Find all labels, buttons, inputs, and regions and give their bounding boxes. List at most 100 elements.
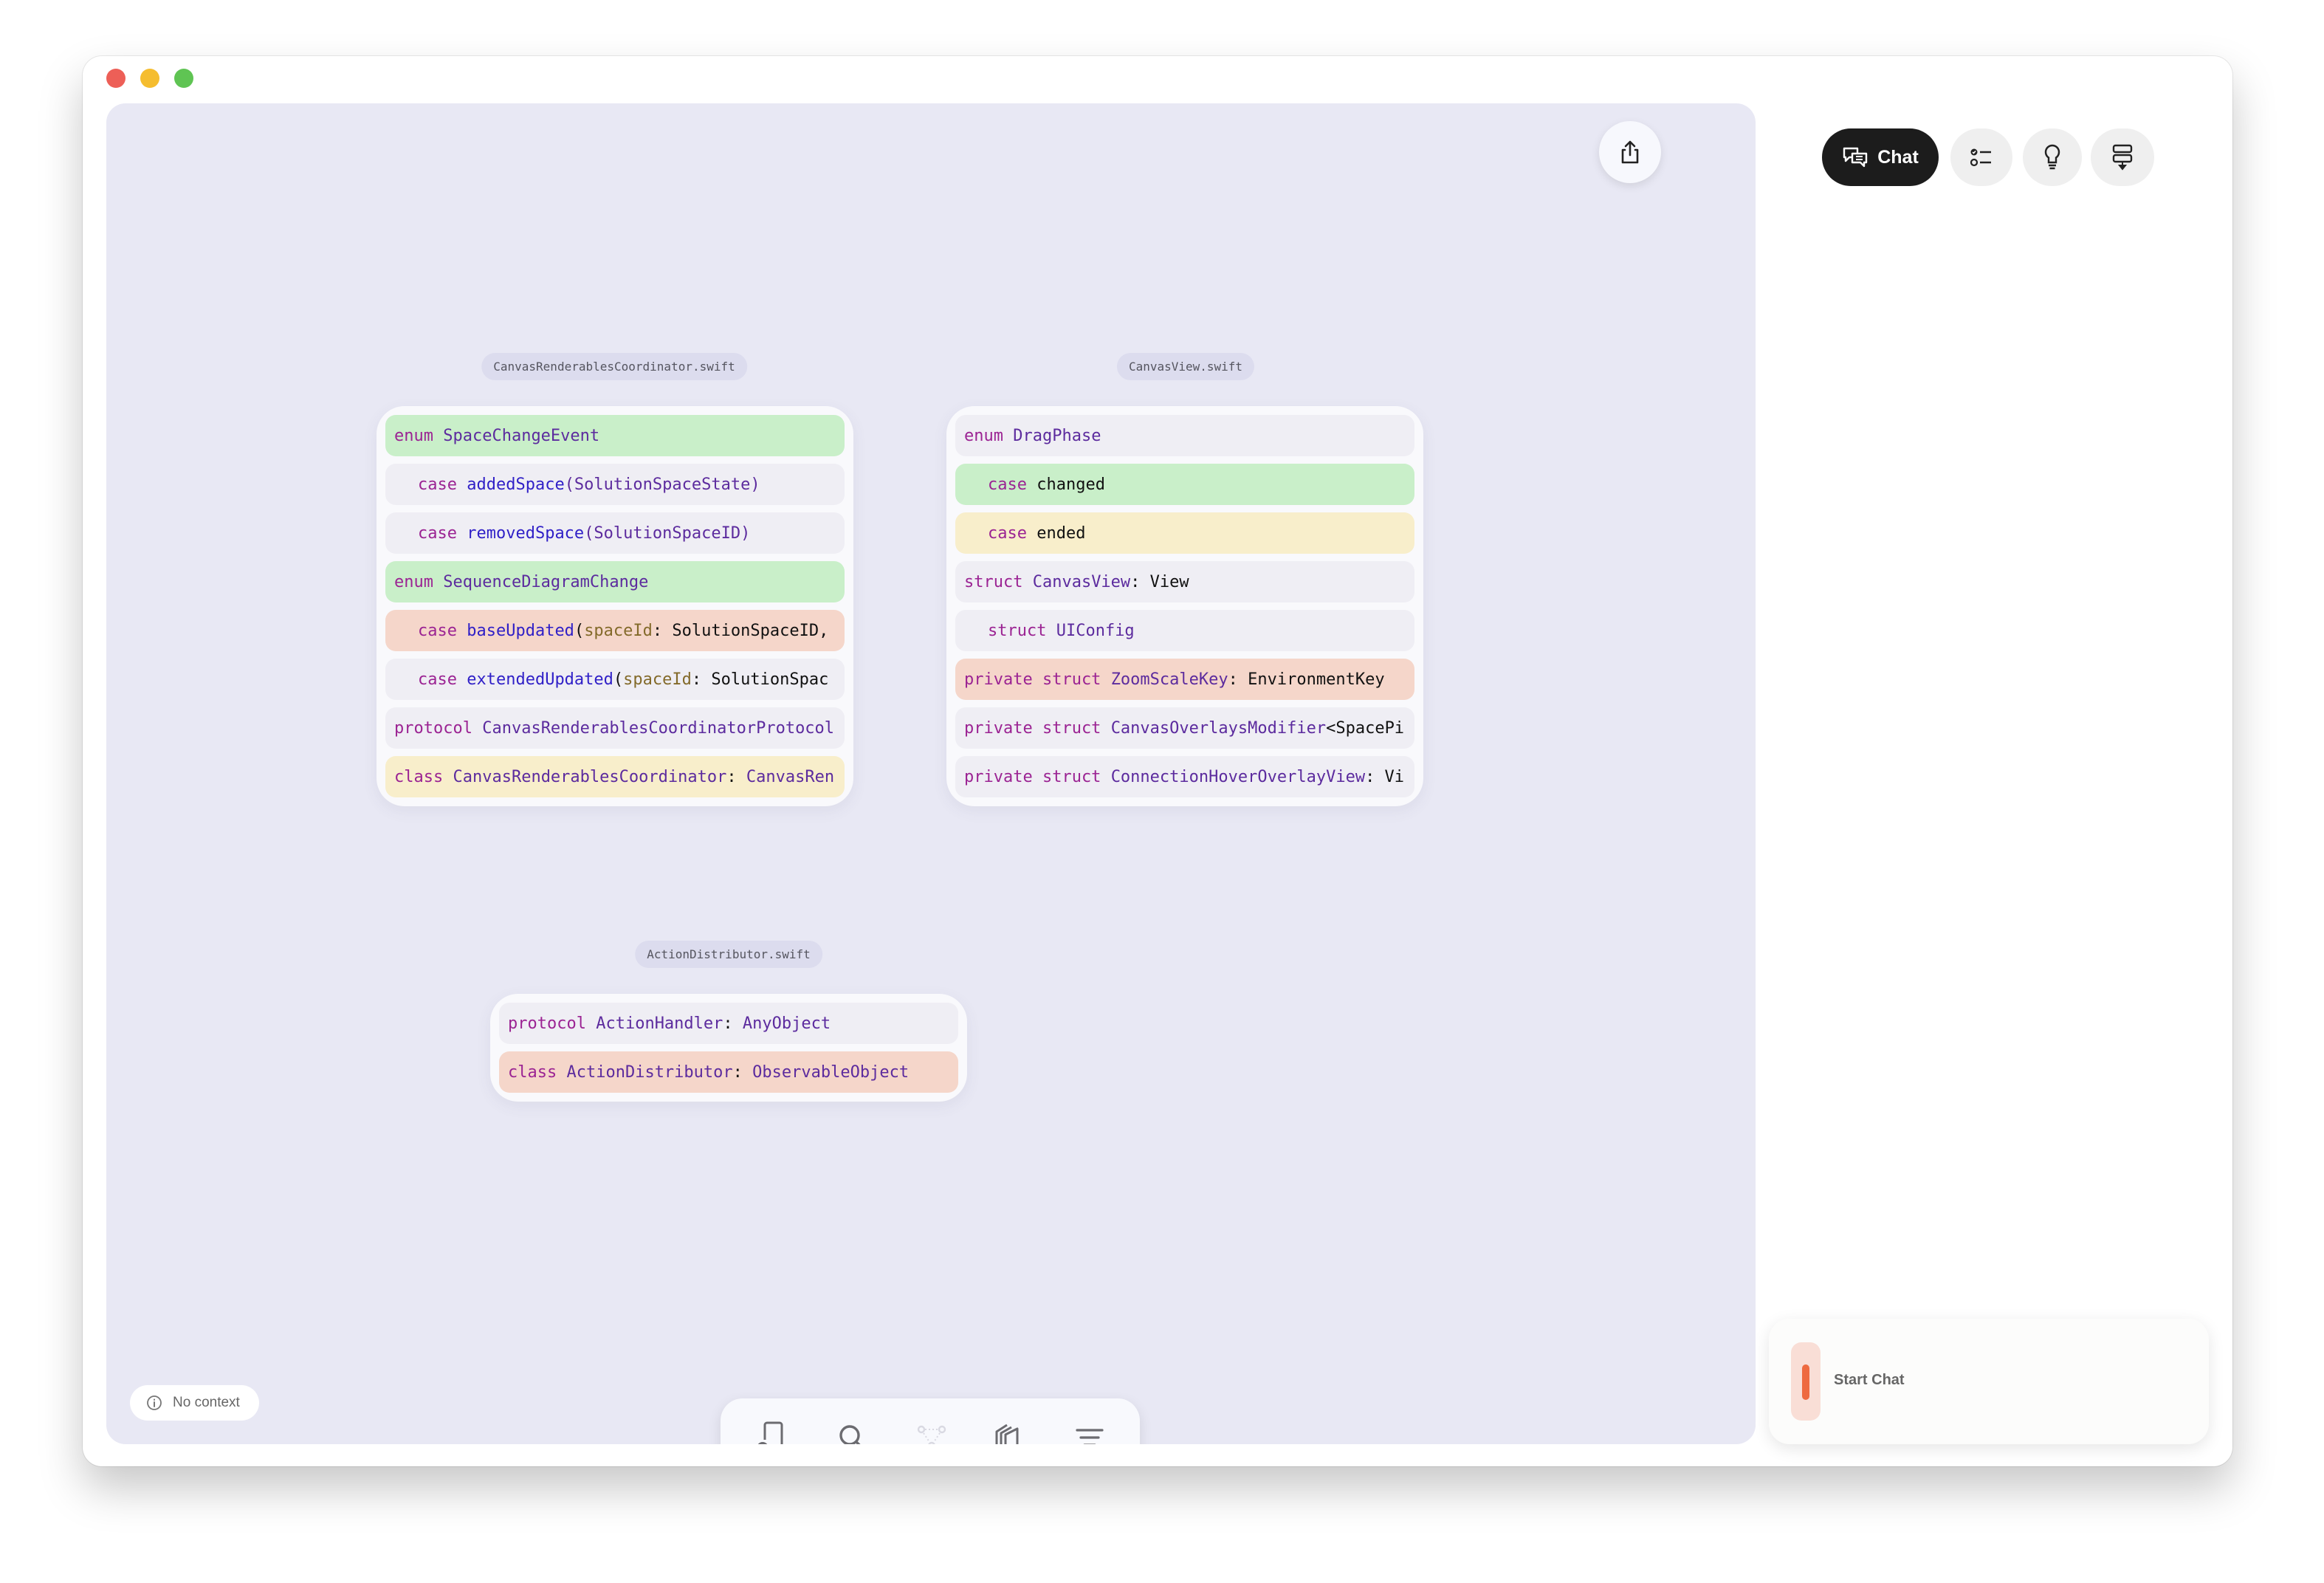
symbol-row[interactable]: case ended — [955, 512, 1414, 554]
start-chat-button[interactable]: Start Chat — [1769, 1319, 2209, 1444]
code-token-kw: case — [418, 621, 467, 640]
flow-tab[interactable] — [2091, 128, 2154, 186]
code-token-type: CanvasRenderablesCoordinator — [453, 767, 727, 786]
chat-bubbles-icon — [1843, 147, 1868, 168]
graph-icon — [917, 1425, 946, 1444]
symbol-row[interactable]: enum SequenceDiagramChange — [385, 561, 845, 602]
symbol-row[interactable]: protocol ActionHandler: AnyObject — [499, 1003, 958, 1044]
code-token-plain: <SpacePi — [1326, 718, 1405, 738]
symbol-row[interactable]: class CanvasRenderablesCoordinator: Canv… — [385, 756, 845, 797]
lightbulb-icon — [2044, 144, 2060, 170]
context-pill[interactable]: No context — [130, 1385, 259, 1421]
symbol-row[interactable]: enum DragPhase — [955, 415, 1414, 456]
code-token-kw: private struct — [964, 718, 1111, 738]
symbol-row[interactable]: protocol CanvasRenderablesCoordinatorPro… — [385, 707, 845, 749]
symbol-row[interactable]: private struct CanvasOverlaysModifier<Sp… — [955, 707, 1414, 749]
app-window: CanvasRenderablesCoordinator.swift enum … — [83, 56, 2232, 1466]
code-token-kw: case — [988, 475, 1037, 494]
context-label: No context — [173, 1395, 240, 1410]
share-icon — [1621, 140, 1639, 164]
code-token-type: AnyObject — [742, 1014, 831, 1033]
code-token-type: CanvasOverlaysModifier — [1110, 718, 1327, 738]
code-token-kw: class — [394, 767, 453, 786]
symbol-row[interactable]: enum SpaceChangeEvent — [385, 415, 845, 456]
code-token-kw: struct — [964, 572, 1033, 591]
code-token-kw: enum — [964, 426, 1014, 445]
code-token-plain: ended — [1036, 523, 1086, 543]
code-token-kw: case — [418, 670, 467, 689]
code-token-type: CanvasRenderablesCoordinatorProtocol — [482, 718, 835, 738]
file-label: ActionDistributor.swift — [635, 941, 822, 968]
code-token-type: (SolutionSpaceID) — [584, 523, 751, 543]
code-token-fn: baseUpdated — [467, 621, 574, 640]
filter-icon — [1076, 1429, 1104, 1444]
code-token-plain: ( — [574, 621, 585, 640]
code-token-type: UIConfig — [1056, 621, 1135, 640]
chat-tab-label: Chat — [1877, 146, 1919, 168]
code-token-type: ObservableObject — [752, 1062, 910, 1082]
add-file-button[interactable] — [752, 1418, 790, 1444]
info-icon — [147, 1395, 162, 1410]
code-token-plain: : Vi — [1365, 767, 1405, 786]
add-file-icon — [757, 1421, 783, 1444]
code-token-plain: : — [723, 1014, 743, 1033]
chat-tab[interactable]: Chat — [1822, 128, 1939, 186]
canvas-toolbar — [721, 1398, 1140, 1444]
start-chat-label: Start Chat — [1834, 1372, 1905, 1388]
symbol-row[interactable]: case extendedUpdated(spaceId: SolutionSp… — [385, 659, 845, 700]
symbol-row[interactable]: struct CanvasView: View — [955, 561, 1414, 602]
code-token-plain: : EnvironmentKey — [1228, 670, 1385, 689]
code-token-kw: case — [418, 475, 467, 494]
code-token-kw: private struct — [964, 670, 1111, 689]
code-token-plain: : — [726, 767, 746, 786]
code-token-type: SpaceChangeEvent — [443, 426, 600, 445]
code-token-type: CanvasView — [1032, 572, 1131, 591]
file-card-canvas-renderables-coordinator[interactable]: enum SpaceChangeEvent case addedSpace(Sol… — [377, 406, 853, 806]
share-button[interactable] — [1599, 121, 1661, 183]
code-token-type: ConnectionHoverOverlayView — [1110, 767, 1366, 786]
code-token-kw: case — [988, 523, 1037, 543]
code-token-plain: changed — [1036, 475, 1105, 494]
symbol-row[interactable]: struct UIConfig — [955, 610, 1414, 651]
close-window-button[interactable] — [106, 69, 126, 88]
code-token-type: ActionDistributor — [566, 1062, 733, 1082]
code-token-kw: protocol — [508, 1014, 597, 1033]
code-canvas[interactable]: CanvasRenderablesCoordinator.swift enum … — [106, 103, 1756, 1444]
symbol-row[interactable]: class ActionDistributor: ObservableObjec… — [499, 1051, 958, 1093]
symbol-row[interactable]: case removedSpace(SolutionSpaceID) — [385, 512, 845, 554]
filter-button[interactable] — [1070, 1418, 1109, 1444]
layers-icon — [995, 1424, 1019, 1444]
code-token-plain: : SolutionSpaceID, — [652, 621, 829, 640]
file-label: CanvasView.swift — [1116, 353, 1255, 380]
minimize-window-button[interactable] — [140, 69, 159, 88]
symbol-row[interactable]: private struct ConnectionHoverOverlayVie… — [955, 756, 1414, 797]
code-token-kw: class — [508, 1062, 567, 1082]
code-token-param: spaceId — [584, 621, 653, 640]
code-token-type: CanvasRen — [746, 767, 835, 786]
tasks-tab[interactable] — [1950, 128, 2012, 186]
symbol-row[interactable]: case addedSpace(SolutionSpaceState) — [385, 464, 845, 505]
file-label: CanvasRenderablesCoordinator.swift — [481, 353, 747, 380]
code-token-kw: private struct — [964, 767, 1111, 786]
checklist-icon — [1970, 148, 1991, 167]
start-chat-indicator — [1791, 1342, 1821, 1421]
code-token-type: (SolutionSpaceState) — [564, 475, 760, 494]
code-token-plain: : View — [1130, 572, 1189, 591]
maximize-window-button[interactable] — [174, 69, 193, 88]
code-token-param: spaceId — [623, 670, 692, 689]
layers-button[interactable] — [991, 1418, 1029, 1444]
code-token-type: DragPhase — [1013, 426, 1101, 445]
flow-icon — [2112, 144, 2133, 171]
code-token-kw: case — [418, 523, 467, 543]
graph-button[interactable] — [912, 1418, 951, 1444]
symbol-row[interactable]: case baseUpdated(spaceId: SolutionSpaceI… — [385, 610, 845, 651]
file-card-action-distributor[interactable]: protocol ActionHandler: AnyObject class A… — [490, 994, 967, 1102]
ideas-tab[interactable] — [2023, 128, 2082, 186]
search-button[interactable] — [833, 1418, 871, 1444]
symbol-row[interactable]: private struct ZoomScaleKey: Environment… — [955, 659, 1414, 700]
code-token-type: SequenceDiagramChange — [443, 572, 649, 591]
symbol-row[interactable]: case changed — [955, 464, 1414, 505]
code-token-fn: extendedUpdated — [467, 670, 613, 689]
code-token-type: ZoomScaleKey — [1110, 670, 1228, 689]
